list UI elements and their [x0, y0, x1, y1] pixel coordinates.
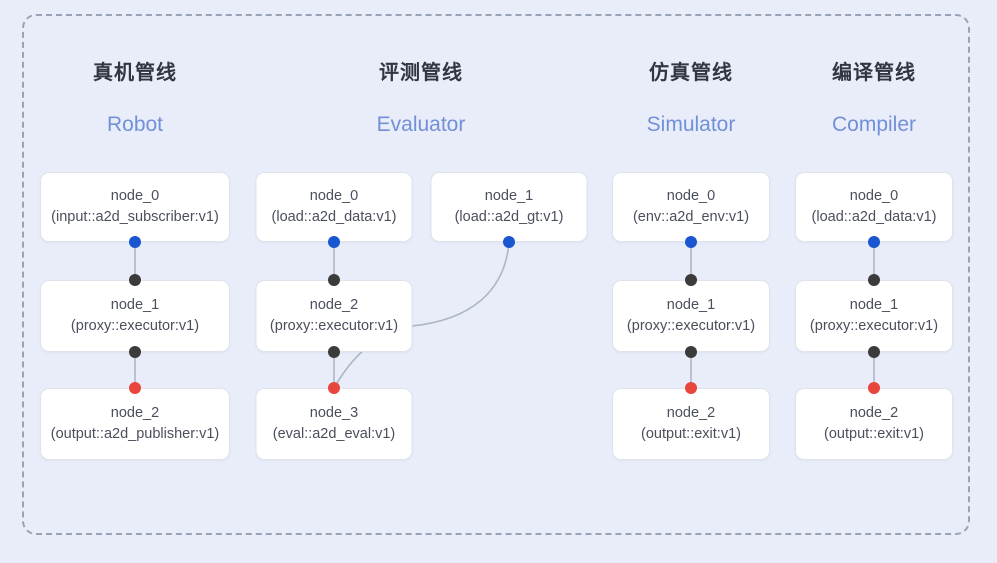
node-subtitle: (proxy::executor:v1) [269, 318, 399, 334]
node-title: node_0 [666, 188, 716, 204]
node-title: node_2 [666, 405, 716, 421]
port-output-blue[interactable] [328, 236, 340, 248]
port-input-red[interactable] [129, 382, 141, 394]
node-box[interactable]: node_2 (proxy::executor:v1) [255, 280, 413, 352]
node-title: node_0 [309, 188, 359, 204]
column-heading-simulator: 仿真管线 Simulator [647, 60, 736, 138]
node-box[interactable]: node_1 (proxy::executor:v1) [40, 280, 230, 352]
port-output-blue[interactable] [685, 236, 697, 248]
node-box[interactable]: node_0 (env::a2d_env:v1) [612, 172, 770, 242]
node-box[interactable]: node_1 (load::a2d_gt:v1) [430, 172, 588, 242]
port-output-blue[interactable] [868, 236, 880, 248]
node-box[interactable]: node_0 (input::a2d_subscriber:v1) [40, 172, 230, 242]
node-subtitle: (output::exit:v1) [641, 426, 741, 442]
node-title: node_1 [666, 297, 716, 313]
node-box[interactable]: node_1 (proxy::executor:v1) [795, 280, 953, 352]
node-subtitle: (proxy::executor:v1) [809, 318, 939, 334]
port-input-black[interactable] [685, 274, 697, 286]
node-box[interactable]: node_3 (eval::a2d_eval:v1) [255, 388, 413, 460]
column-heading-cn-robot: 真机管线 [93, 62, 177, 84]
column-heading-en-evaluator: Evaluator [376, 113, 466, 136]
column-heading-cn-simulator: 仿真管线 [648, 62, 733, 84]
node-subtitle: (load::a2d_gt:v1) [454, 209, 564, 225]
port-input-black[interactable] [328, 274, 340, 286]
port-output-blue[interactable] [129, 236, 141, 248]
diagram-frame [22, 14, 970, 535]
node-subtitle: (env::a2d_env:v1) [632, 209, 750, 225]
port-output-black[interactable] [328, 346, 340, 358]
port-output-black[interactable] [129, 346, 141, 358]
node-box[interactable]: node_2 (output::exit:v1) [795, 388, 953, 460]
node-subtitle: (eval::a2d_eval:v1) [272, 426, 396, 442]
column-heading-cn-evaluator: 评测管线 [379, 62, 463, 84]
node-subtitle: (output::exit:v1) [824, 426, 924, 442]
node-subtitle: (input::a2d_subscriber:v1) [51, 209, 219, 225]
column-heading-en-simulator: Simulator [646, 113, 736, 136]
column-heading-cn-compiler: 编译管线 [832, 62, 916, 84]
node-box[interactable]: node_0 (load::a2d_data:v1) [795, 172, 953, 242]
port-input-red[interactable] [685, 382, 697, 394]
column-heading-evaluator: 评测管线 Evaluator [377, 60, 466, 138]
node-subtitle: (proxy::executor:v1) [70, 318, 200, 334]
node-title: node_1 [110, 297, 160, 313]
node-box[interactable]: node_1 (proxy::executor:v1) [612, 280, 770, 352]
port-output-black[interactable] [868, 346, 880, 358]
node-title: node_2 [110, 405, 160, 421]
port-output-blue[interactable] [503, 236, 515, 248]
node-title: node_1 [484, 188, 534, 204]
column-heading-compiler: 编译管线 Compiler [832, 60, 916, 138]
node-title: node_1 [849, 297, 899, 313]
node-subtitle: (load::a2d_data:v1) [811, 209, 937, 225]
node-box[interactable]: node_2 (output::a2d_publisher:v1) [40, 388, 230, 460]
port-input-red[interactable] [868, 382, 880, 394]
port-input-black[interactable] [868, 274, 880, 286]
node-title: node_3 [309, 405, 359, 421]
node-title: node_2 [309, 297, 359, 313]
node-box[interactable]: node_0 (load::a2d_data:v1) [255, 172, 413, 242]
node-title: node_2 [849, 405, 899, 421]
port-input-black[interactable] [129, 274, 141, 286]
node-subtitle: (load::a2d_data:v1) [271, 209, 397, 225]
port-input-red[interactable] [328, 382, 340, 394]
column-heading-en-robot: Robot [106, 113, 164, 136]
column-heading-en-compiler: Compiler [831, 113, 917, 136]
node-title: node_0 [110, 188, 160, 204]
node-title: node_0 [849, 188, 899, 204]
node-subtitle: (proxy::executor:v1) [626, 318, 756, 334]
node-box[interactable]: node_2 (output::exit:v1) [612, 388, 770, 460]
port-output-black[interactable] [685, 346, 697, 358]
node-subtitle: (output::a2d_publisher:v1) [50, 426, 220, 442]
column-heading-robot: 真机管线 Robot [93, 60, 177, 138]
